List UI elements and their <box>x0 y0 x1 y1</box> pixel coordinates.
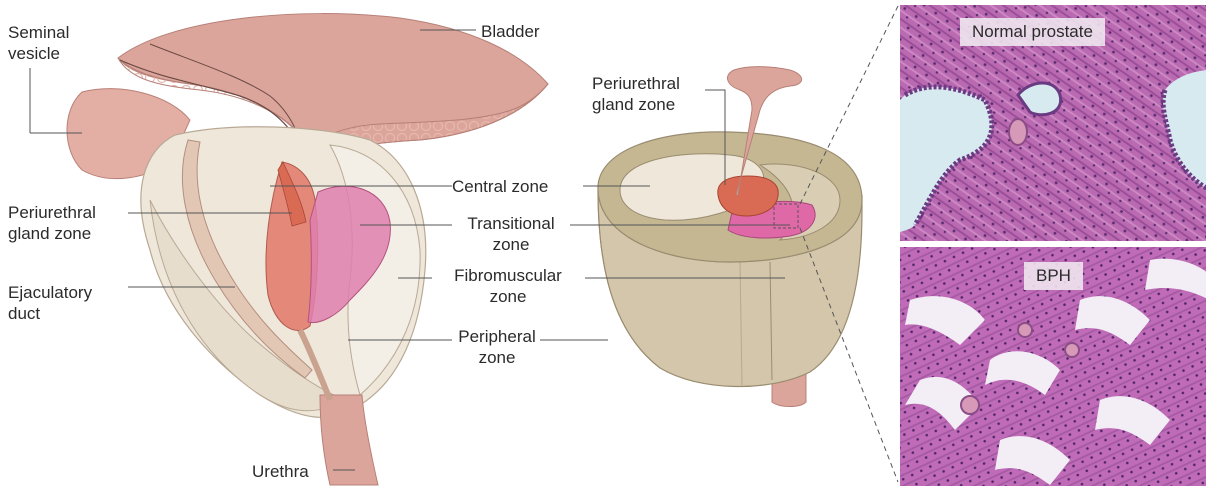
label-bladder: Bladder <box>481 21 540 42</box>
cross-section-view <box>598 67 862 407</box>
urethra-shape-left <box>320 395 378 485</box>
label-urethra: Urethra <box>252 461 309 482</box>
panel-divider <box>900 241 1206 247</box>
panel-label-bph: BPH <box>1024 262 1083 290</box>
panel-label-normal-prostate: Normal prostate <box>960 18 1105 46</box>
section-periurethral-ring <box>718 176 778 216</box>
label-central-zone: Central zone <box>452 176 548 197</box>
